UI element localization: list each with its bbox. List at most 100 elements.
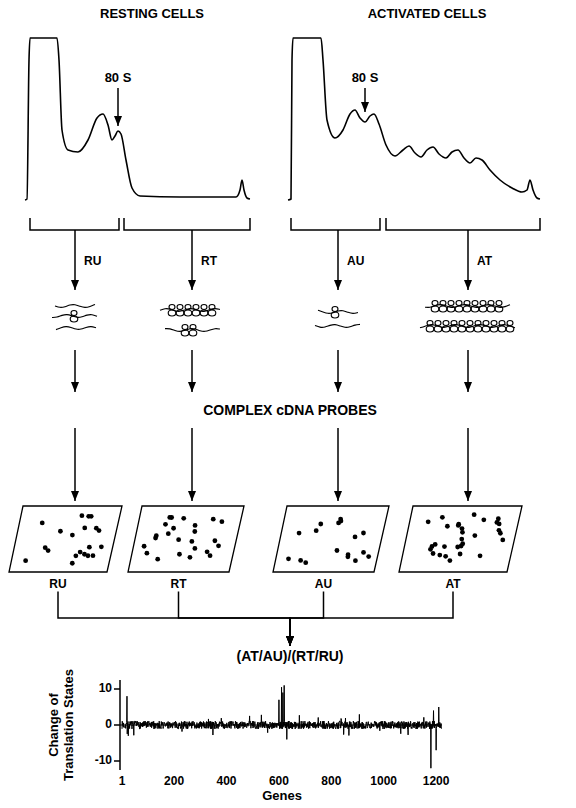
- fraction-label: RU: [84, 255, 101, 269]
- hybridization-spot: [176, 537, 181, 542]
- tick-label: 400: [216, 775, 236, 789]
- ribosome-large: [498, 326, 506, 332]
- ribosome-small: [491, 321, 497, 326]
- ribosome-small: [451, 321, 457, 326]
- ribosome-small: [201, 305, 207, 310]
- step-label: COMPLEX cDNA PROBES: [203, 402, 377, 418]
- ribosome-large: [439, 306, 447, 312]
- hybridization-spot: [440, 515, 445, 520]
- hybridization-spot: [73, 553, 78, 558]
- hybridization-spot: [433, 542, 438, 547]
- hybridization-spot: [445, 524, 450, 529]
- hybridization-spot: [500, 538, 505, 543]
- merge-connector: [179, 591, 291, 646]
- hybridization-spot: [297, 531, 302, 536]
- flow-arrow: [191, 428, 193, 501]
- fraction-bracket: [291, 218, 380, 230]
- hybridization-spot: [97, 528, 102, 533]
- hybridization-spot: [155, 557, 160, 562]
- hybridization-spot: [353, 558, 358, 563]
- hybridization-spot: [166, 531, 171, 536]
- fraction-label: RT: [201, 255, 217, 269]
- membrane-outline: [272, 505, 390, 573]
- axis-tick: [114, 760, 120, 762]
- ribosome-small: [467, 321, 473, 326]
- ribosome-small: [432, 301, 438, 306]
- tick-label: 1200: [423, 775, 450, 789]
- ribosome-small: [488, 301, 494, 306]
- ribosome-large: [434, 326, 442, 332]
- data-trace: [122, 685, 441, 768]
- hybridization-spot: [335, 548, 340, 553]
- ribosome-large: [450, 326, 458, 332]
- microarray-membrane: AT: [398, 505, 523, 591]
- ribosome-large: [189, 330, 197, 336]
- fraction-bracket: [30, 218, 119, 230]
- membrane-border: [399, 506, 522, 572]
- flow-arrow: [191, 350, 193, 392]
- hybridization-spot: [437, 553, 442, 558]
- flow-arrow: [337, 230, 339, 290]
- ribosome-large: [176, 310, 184, 316]
- ribosome-large: [458, 326, 466, 332]
- ribosome-large: [487, 306, 495, 312]
- ribosome-small: [177, 305, 183, 310]
- hybridization-spot: [177, 552, 182, 557]
- ribosome-large: [490, 326, 498, 332]
- membrane-label: RT: [127, 573, 245, 591]
- tick-label: 200: [164, 775, 184, 789]
- hybridization-spot: [314, 528, 319, 533]
- hybridization-spot: [478, 553, 483, 558]
- hybridization-spot: [43, 545, 48, 550]
- hybridization-spot: [459, 537, 464, 542]
- ribosome-small: [499, 321, 505, 326]
- ribosome-large: [482, 326, 490, 332]
- ribosome-large: [447, 306, 455, 312]
- hybridization-spot: [303, 560, 308, 565]
- hybridization-spot: [455, 545, 460, 550]
- ribosome-large: [426, 326, 434, 332]
- hybridization-spot: [428, 547, 433, 552]
- flow-arrow: [74, 350, 76, 392]
- peak-label: 80 S: [105, 71, 132, 86]
- hybridization-spot: [216, 543, 221, 548]
- ribosome-small: [456, 301, 462, 306]
- hybridization-spot: [318, 522, 323, 527]
- hybridization-spot: [99, 544, 104, 549]
- hybridization-spot: [23, 558, 28, 563]
- hybridization-spot: [193, 523, 198, 528]
- microarray-membrane: AU: [272, 505, 390, 591]
- ribosome-small: [209, 305, 215, 310]
- flow-arrow: [467, 428, 469, 501]
- hybridization-spot: [219, 519, 224, 524]
- hybridization-spot: [188, 555, 193, 560]
- hybridization-spot: [70, 561, 75, 566]
- ribosome-large: [331, 312, 339, 318]
- ribosome-large: [200, 310, 208, 316]
- ribosome-small: [507, 321, 513, 326]
- fraction-bracket: [124, 218, 250, 230]
- hybridization-spot: [171, 526, 176, 531]
- hybridization-spot: [70, 533, 75, 538]
- hybridization-spot: [205, 549, 210, 554]
- ribosome-small: [483, 321, 489, 326]
- ribosome-large: [181, 330, 189, 336]
- ribosome-small: [427, 321, 433, 326]
- ribosome-small: [480, 301, 486, 306]
- hybridization-spot: [353, 535, 358, 540]
- hybridization-spot: [144, 551, 149, 556]
- sedimentation-profile: [288, 38, 540, 200]
- hybridization-spot: [497, 528, 502, 533]
- panel-title: RESTING CELLS: [100, 7, 204, 22]
- ribosome-small: [182, 325, 188, 330]
- hybridization-spot: [189, 539, 194, 544]
- ribosome-small: [496, 301, 502, 306]
- ribosome-small: [332, 307, 338, 312]
- hybridization-spot: [497, 521, 502, 526]
- ribosome-large: [455, 306, 463, 312]
- ribosome-small: [71, 311, 77, 316]
- peak-arrow: [364, 88, 366, 112]
- flow-arrow: [337, 428, 339, 501]
- membrane-border: [273, 506, 389, 572]
- ribosome-small: [459, 321, 465, 326]
